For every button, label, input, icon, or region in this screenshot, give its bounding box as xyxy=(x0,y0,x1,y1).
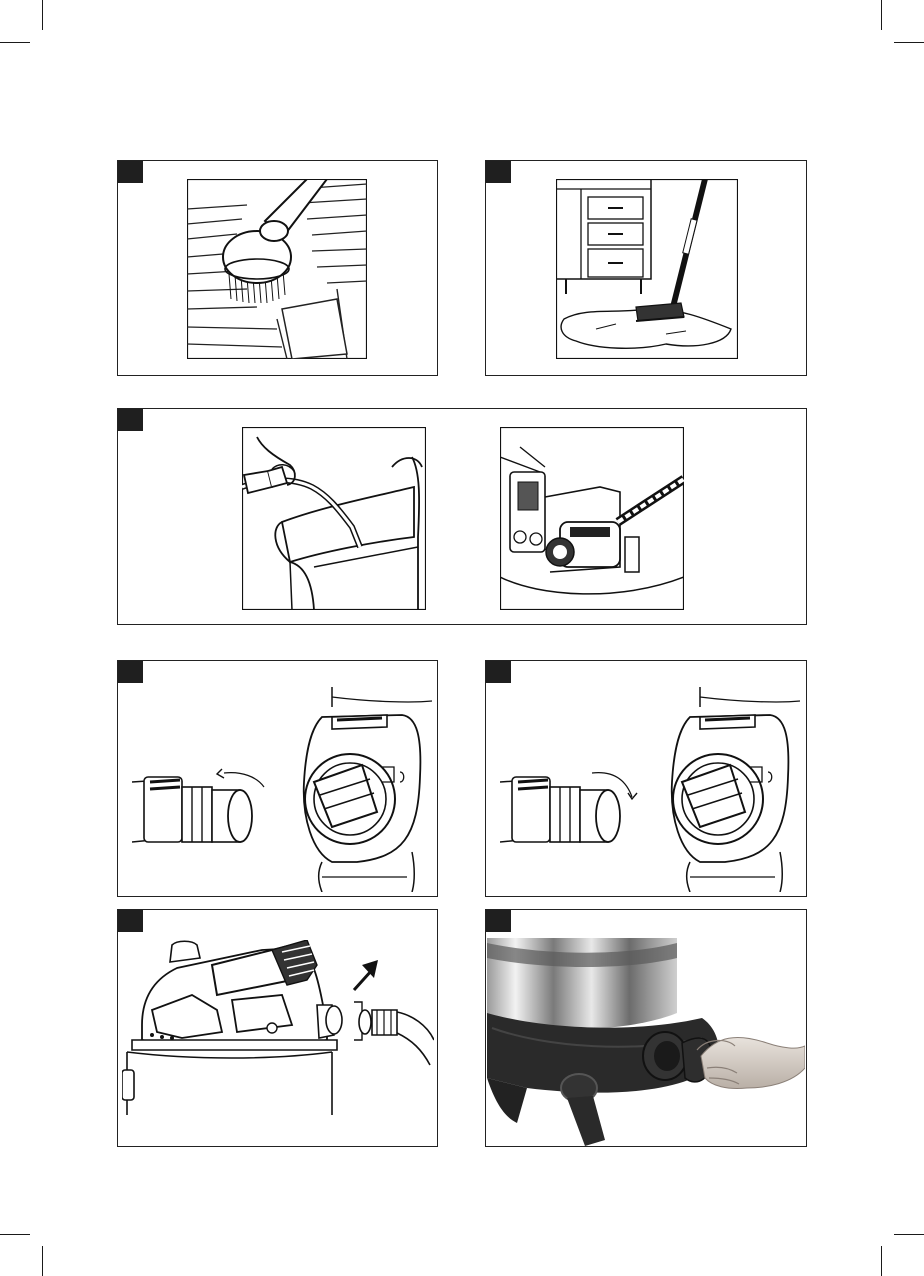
crop-mark xyxy=(0,1234,30,1235)
hose-into-engine-icon xyxy=(500,427,684,610)
figure-number-tag xyxy=(118,910,143,932)
crop-mark xyxy=(42,0,43,30)
figure-hose-unlock xyxy=(117,660,438,897)
round-brush-on-carpet-icon xyxy=(187,179,367,359)
figure-floor-nozzle xyxy=(485,160,807,376)
vacuum-head-line-art xyxy=(122,940,434,1115)
squeegee-on-wet-floor-icon xyxy=(556,179,738,359)
figure-crevice-nozzle xyxy=(117,408,807,625)
crop-mark xyxy=(42,1246,43,1276)
hose-connector-detail xyxy=(500,687,800,892)
crop-mark xyxy=(894,1234,924,1235)
figure-number-tag xyxy=(486,161,511,183)
figure-number-tag xyxy=(118,661,143,683)
figure-number-tag xyxy=(486,910,511,932)
crop-mark xyxy=(881,0,882,30)
figure-brush-nozzle xyxy=(117,160,438,376)
crop-mark xyxy=(894,42,924,43)
figure-number-tag xyxy=(118,161,143,183)
remove-cap-hand-icon xyxy=(487,938,805,1146)
figure-outlet-cap xyxy=(485,909,807,1147)
figure-hose-lock xyxy=(485,660,807,897)
crop-mark xyxy=(0,42,30,43)
crop-mark xyxy=(881,1246,882,1276)
figure-number-tag xyxy=(118,409,143,431)
hose-connector-detail xyxy=(132,687,432,892)
figure-number-tag xyxy=(486,661,511,683)
figure-blow-mode xyxy=(117,909,438,1147)
hose-on-armchair-icon xyxy=(242,427,426,610)
